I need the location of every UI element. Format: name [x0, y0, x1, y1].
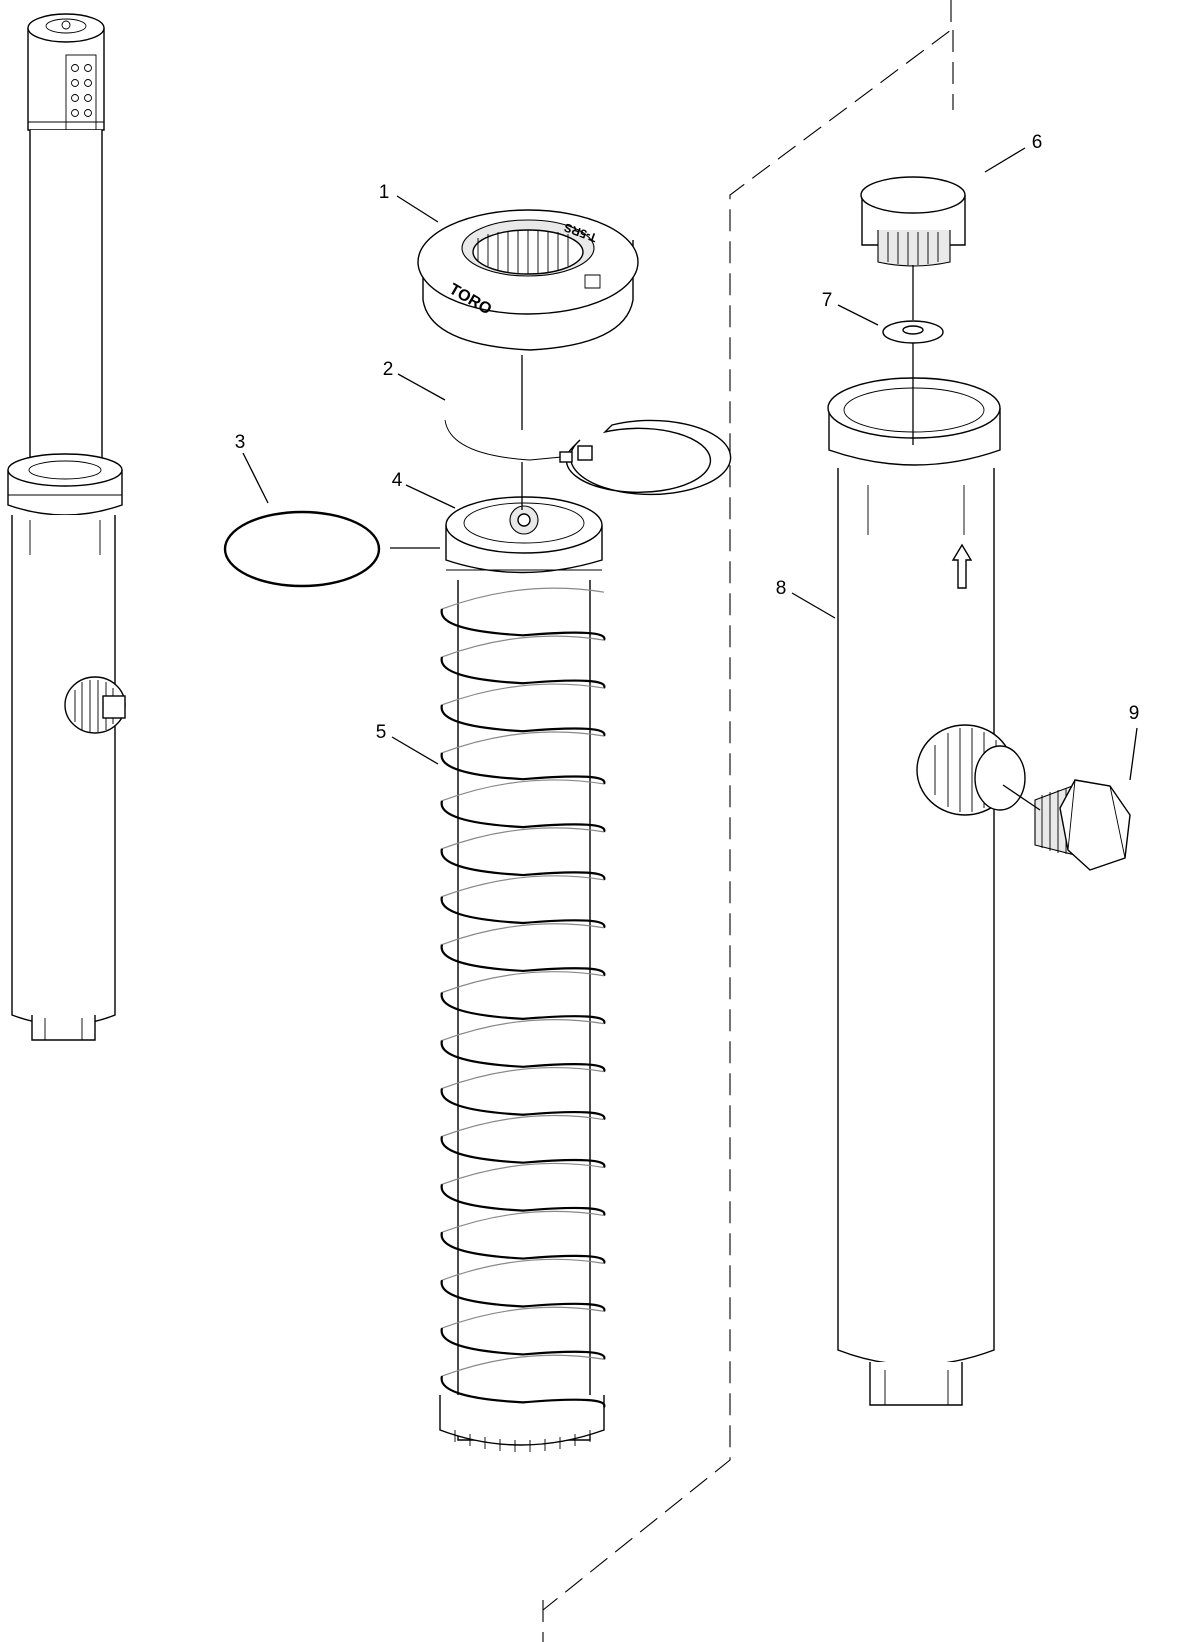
part-1-body-cap: TORO T-5RS: [417, 209, 639, 351]
spring-coil: [440, 1088, 606, 1121]
spring-coil-back: [441, 683, 605, 706]
part-7-washer: [882, 320, 944, 344]
spring-coil-back: [441, 587, 605, 610]
spring-coil-back: [441, 731, 605, 754]
spring-coil: [440, 944, 606, 977]
callout-1: 1: [379, 182, 390, 203]
spring-coil-back: [441, 1306, 605, 1329]
part-6-inlet-filter: [860, 176, 966, 267]
spring-coil: [440, 608, 606, 641]
spring-coil: [440, 896, 606, 929]
spring-coil: [440, 1327, 606, 1360]
assembly-axis-lines: [521, 265, 1041, 811]
spring-coil-back: [441, 827, 605, 850]
spring-coil: [440, 1375, 606, 1408]
spring-coil: [440, 1231, 606, 1264]
spring-coils: [440, 587, 606, 1408]
spring-coil: [440, 704, 606, 737]
spring-coil: [440, 1136, 606, 1168]
callout-leaders: [242, 147, 1138, 781]
spring-coil-back: [441, 1258, 605, 1281]
spring-coil: [440, 1279, 606, 1312]
callout-5: 5: [376, 722, 387, 743]
callout-7: 7: [822, 290, 833, 311]
assembly-plane-outline: [542, 0, 954, 1642]
spring-coil-back: [441, 1114, 605, 1137]
callout-3: 3: [235, 432, 246, 453]
spring-coil: [440, 992, 606, 1025]
part-2-snap-ring: [444, 419, 732, 496]
callout-2: 2: [383, 359, 394, 380]
spring-coil: [440, 1183, 606, 1216]
spring-coil: [440, 752, 606, 785]
spring-coil: [440, 800, 606, 833]
part-8-case: [827, 377, 1026, 1406]
assembled-sprinkler: [7, 13, 126, 1041]
spring-coil: [440, 848, 606, 881]
callout-8: 8: [776, 578, 787, 599]
spring-coil-back: [441, 1162, 605, 1185]
spring-coil-back: [441, 971, 605, 994]
spring-coil-back: [441, 779, 605, 802]
spring-coil: [440, 656, 606, 689]
spring-coil-back: [441, 1354, 605, 1377]
spring-coil-back: [441, 635, 605, 658]
spring-coil-back: [441, 875, 605, 898]
spring-coil: [440, 1040, 606, 1073]
part-3-o-ring: [223, 510, 381, 588]
callout-6: 6: [1032, 132, 1043, 153]
part-5-riser-spring: [439, 580, 606, 1452]
callout-9: 9: [1129, 703, 1140, 724]
spring-coil-back: [441, 1210, 605, 1233]
callout-4: 4: [392, 470, 403, 491]
callout-numbers: 1 2 3 4 5 6 7 8 9: [235, 132, 1140, 743]
spring-coil-back: [441, 1019, 605, 1042]
spring-coil-back: [441, 923, 605, 946]
spring-coil-back: [441, 1066, 605, 1089]
part-9-inlet-plug: [1034, 779, 1131, 871]
